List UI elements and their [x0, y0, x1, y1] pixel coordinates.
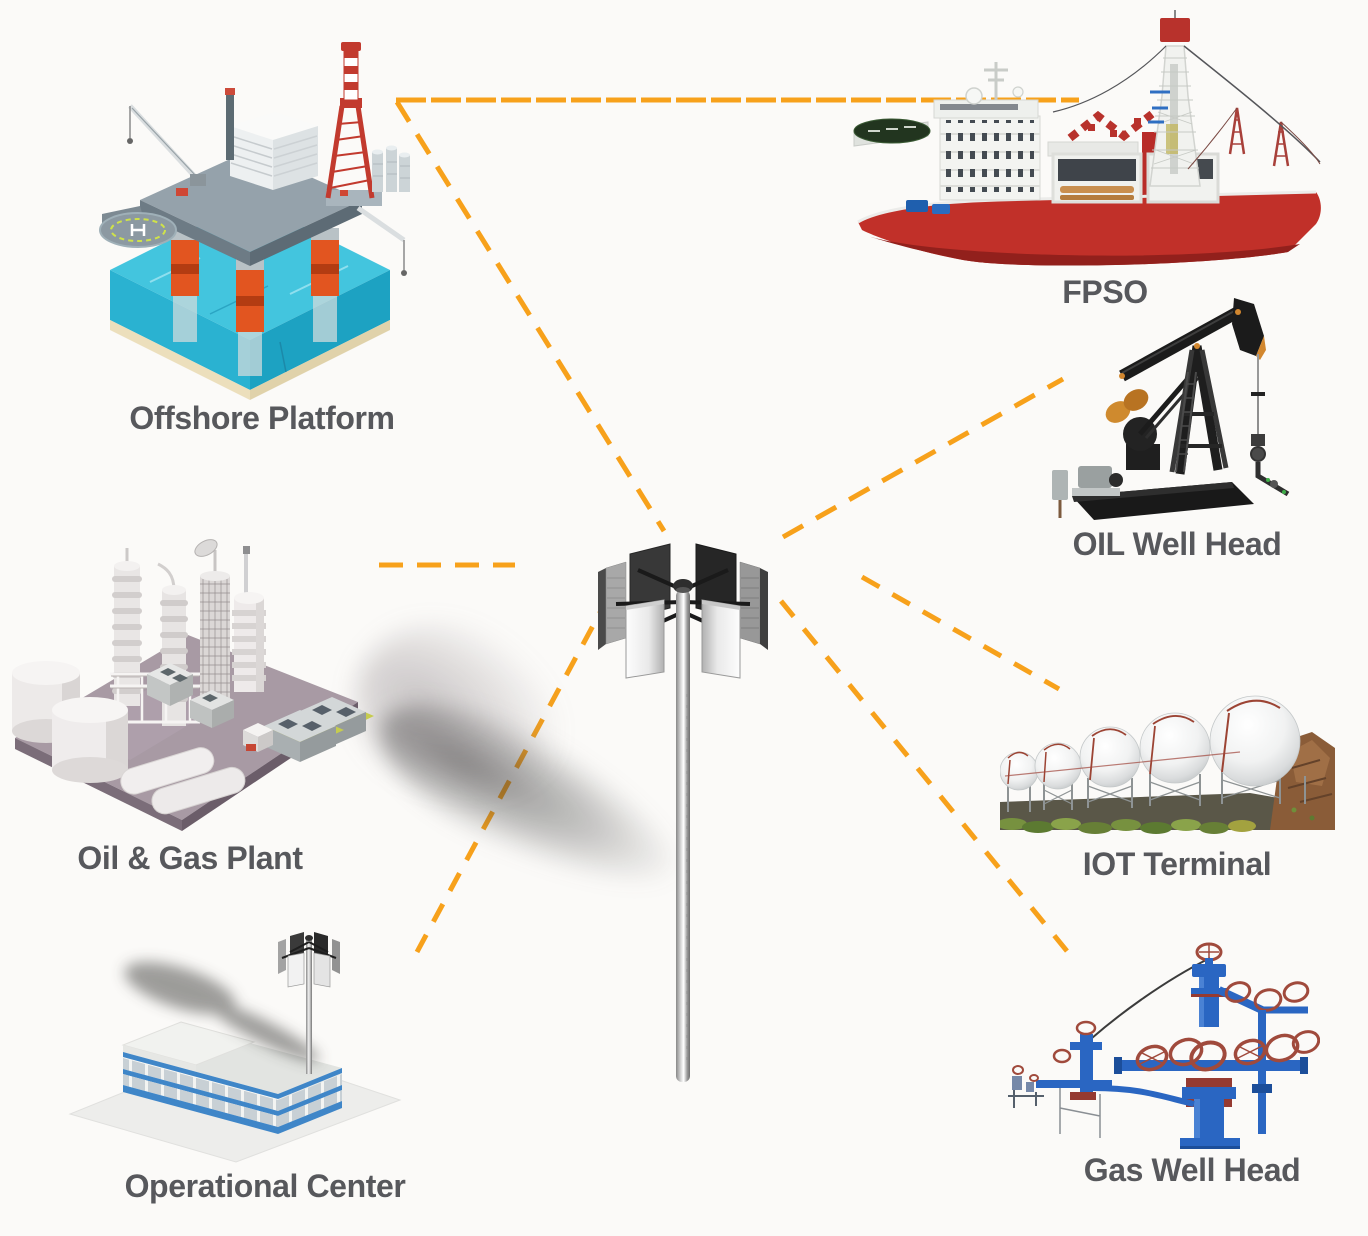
- antenna-shadow: [124, 961, 320, 1062]
- node-oil-well-head: [1042, 284, 1338, 530]
- oil-gas-plant-label: Oil & Gas Plant: [77, 840, 303, 876]
- iot-terminal-label: IOT Terminal: [1082, 846, 1272, 882]
- offshore-platform-illustration: [99, 42, 410, 400]
- tower-mast: [676, 587, 690, 1082]
- rooftop-antenna-icon: [278, 932, 340, 1074]
- antenna-array-icon: [598, 543, 768, 650]
- operational-center-illustration: [68, 932, 402, 1163]
- platform-building: [225, 88, 318, 190]
- tank-supports: [1007, 772, 1306, 812]
- front-antenna-panels: [625, 599, 741, 679]
- iot-terminal-illustration: [1000, 695, 1335, 834]
- oil-well-head-label: OIL Well Head: [1072, 526, 1282, 562]
- node-oil-gas-plant: [10, 534, 382, 846]
- helipad-icon: [99, 212, 177, 248]
- wellhead-tree-icon: [1091, 942, 1320, 1149]
- cell-tower-illustration: [598, 543, 768, 1082]
- storage-tanks: [12, 661, 128, 783]
- platform-legs: [171, 228, 339, 376]
- wide-column: [232, 592, 266, 692]
- fpso-illustration: [853, 10, 1321, 266]
- grass: [1000, 818, 1256, 834]
- secondary-wellhead: [1036, 1020, 1195, 1138]
- manifold-cluster: [1008, 1065, 1044, 1108]
- node-gas-well-head: [1000, 938, 1320, 1156]
- connection-tower-to-gas-well-head: [779, 599, 1073, 958]
- operational-center-label: Operational Center: [124, 1168, 406, 1204]
- drilling-derrick-icon: [1148, 10, 1201, 187]
- node-operational-center: [68, 922, 433, 1170]
- crane-booms: [1067, 110, 1155, 142]
- fpso-label: FPSO: [1062, 274, 1148, 310]
- helipad-icon: [853, 118, 931, 144]
- node-fpso: [848, 4, 1328, 289]
- lattice-column: [194, 539, 230, 706]
- gas-well-head-label: Gas Well Head: [1083, 1152, 1301, 1188]
- office-building-icon: [121, 1021, 342, 1134]
- oil-well-head-illustration: [1052, 298, 1290, 520]
- process-buildings: [147, 663, 234, 728]
- radar-dome-icon: [965, 87, 983, 105]
- distillation-column: [112, 548, 142, 706]
- deck-modules: [1047, 141, 1220, 204]
- small-structures: [243, 723, 273, 752]
- connection-tower-to-iot-terminal: [860, 574, 1061, 692]
- gas-spheres: [1000, 695, 1301, 791]
- superstructure: [853, 62, 1041, 201]
- dish-icon: [194, 539, 218, 557]
- equipment-skids: [258, 697, 374, 762]
- control-box: [1052, 470, 1068, 518]
- pumpjack-icon: [1072, 298, 1290, 520]
- crane-icon: [127, 104, 407, 276]
- vent-stacks: [372, 145, 410, 192]
- horizontal-tanks: [120, 747, 246, 815]
- gas-well-head-illustration: [1008, 942, 1320, 1149]
- node-cell-tower: [568, 524, 798, 1086]
- offshore-platform-label: Offshore Platform: [129, 400, 395, 436]
- mast-icon: [984, 62, 1008, 100]
- connection-offshore-to-tower: [394, 100, 667, 533]
- node-offshore-platform: [90, 42, 410, 402]
- connection-tower-to-oil-well-head: [781, 376, 1065, 540]
- derrick-icon: [325, 42, 382, 206]
- oil-gas-plant-illustration: [12, 539, 374, 831]
- terminal-ground: [1000, 793, 1335, 830]
- flare-masts: [1052, 45, 1321, 170]
- node-iot-terminal: [1000, 690, 1335, 835]
